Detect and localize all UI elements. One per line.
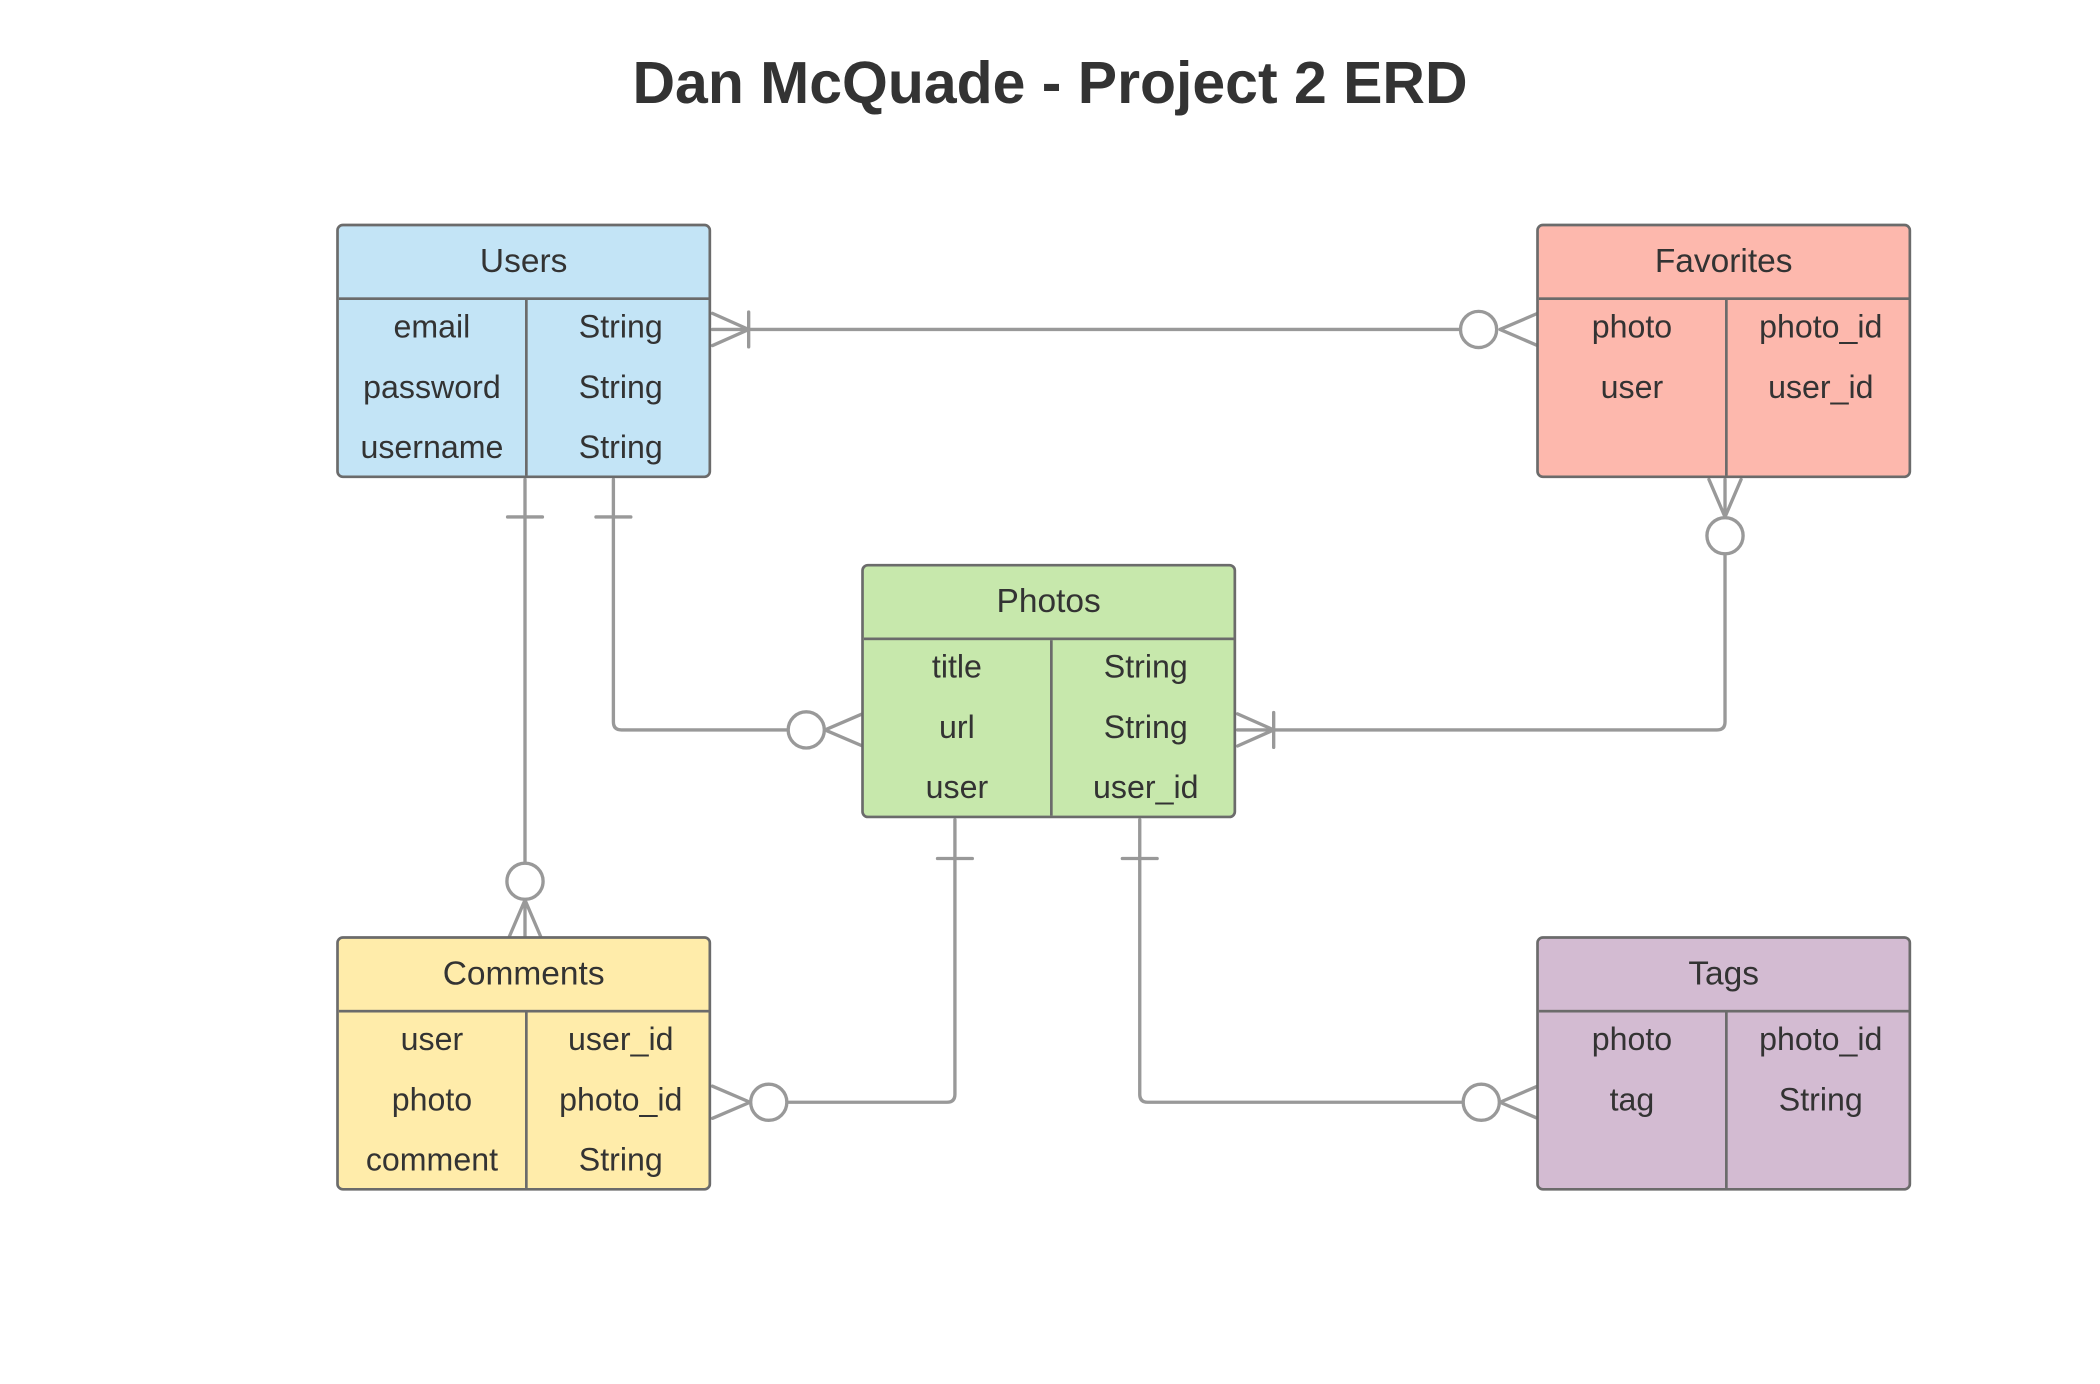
field-type: photo_id	[1759, 309, 1883, 346]
crows-foot-zero-or-many	[1707, 477, 1743, 519]
field-type: String	[1778, 1082, 1863, 1119]
zero-circle	[1705, 515, 1745, 556]
entity-row: url String	[864, 703, 1234, 763]
field-name: photo	[391, 1082, 473, 1119]
connector-users-comments	[505, 477, 545, 940]
crows-foot-zero-or-many	[823, 712, 865, 748]
connector-photos-comments	[710, 817, 975, 1122]
connector-photos-tags	[1120, 817, 1540, 1122]
entity-tags[interactable]: Tags photo photo_id tag String	[1536, 936, 1912, 1191]
entity-row: tag String	[1539, 1075, 1909, 1135]
field-type: user_id	[568, 1021, 674, 1059]
entity-row: username String	[339, 423, 709, 475]
entity-name: Users	[338, 226, 709, 301]
column-divider	[1725, 300, 1728, 476]
entity-row: password String	[339, 363, 709, 423]
field-name: title	[931, 649, 982, 686]
entity-name: Favorites	[1538, 226, 1909, 301]
field-name: photo	[1591, 309, 1673, 346]
field-name: username	[360, 429, 504, 467]
connector-users-favorites	[710, 309, 1540, 350]
diagram-title: Dan McQuade - Project 2 ERD	[632, 50, 1468, 117]
entity-row: photo photo_id	[1539, 303, 1909, 363]
field-name: password	[363, 369, 501, 406]
column-divider	[525, 1012, 528, 1188]
entity-row: photo photo_id	[339, 1075, 709, 1135]
field-type: photo_id	[1759, 1021, 1883, 1059]
entity-name: Photos	[863, 567, 1234, 641]
field-type: user_id	[1093, 770, 1199, 807]
field-type: user_id	[1768, 369, 1874, 406]
field-name: tag	[1609, 1082, 1655, 1119]
zero-circle	[505, 861, 545, 902]
crows-foot-zero-or-many	[1498, 1084, 1540, 1120]
entity-name: Comments	[338, 939, 709, 1013]
field-name: photo	[1591, 1021, 1673, 1059]
column-divider	[1050, 640, 1053, 816]
entity-favorites[interactable]: Favorites photo photo_id user user_id	[1536, 223, 1912, 479]
zero-circle	[1458, 309, 1499, 350]
entity-row: user user_id	[864, 763, 1234, 815]
entity-row: photo photo_id	[1539, 1015, 1909, 1075]
entity-name: Tags	[1538, 939, 1909, 1013]
zero-circle	[786, 710, 827, 750]
entity-row: user user_id	[339, 1015, 709, 1075]
field-name: comment	[365, 1142, 499, 1179]
entity-users[interactable]: Users email String password String usern…	[336, 223, 712, 479]
connector-users-photos	[594, 477, 865, 750]
zero-circle	[1461, 1082, 1502, 1122]
entity-row: user user_id	[1539, 363, 1909, 423]
crows-foot-zero-or-many	[507, 898, 543, 940]
entity-photos[interactable]: Photos title String url String user user…	[861, 563, 1237, 819]
field-name: user	[925, 770, 989, 807]
entity-row: comment String	[339, 1136, 709, 1188]
entity-row: email String	[339, 303, 709, 363]
field-type: String	[578, 369, 663, 406]
field-name: user	[400, 1021, 464, 1059]
crows-foot-one-or-many	[710, 310, 751, 349]
field-name: url	[939, 709, 975, 746]
field-type: photo_id	[559, 1082, 683, 1119]
entity-comments[interactable]: Comments user user_id photo photo_id com…	[336, 936, 712, 1191]
connector-photos-favorites	[1235, 477, 1745, 750]
field-name: user	[1600, 369, 1664, 406]
crows-foot-one-or-many	[1235, 710, 1276, 750]
column-divider	[1725, 1012, 1728, 1188]
field-type: String	[1103, 649, 1188, 686]
field-type: String	[578, 1142, 663, 1179]
crows-foot-zero-or-many	[1498, 311, 1540, 348]
column-divider	[525, 300, 528, 476]
field-type: String	[1103, 709, 1188, 746]
crows-foot-zero-or-many	[710, 1084, 752, 1120]
field-type: String	[578, 429, 663, 467]
field-name: email	[393, 309, 471, 346]
zero-circle	[749, 1082, 789, 1122]
entity-row: title String	[864, 643, 1234, 703]
field-type: String	[578, 309, 663, 346]
